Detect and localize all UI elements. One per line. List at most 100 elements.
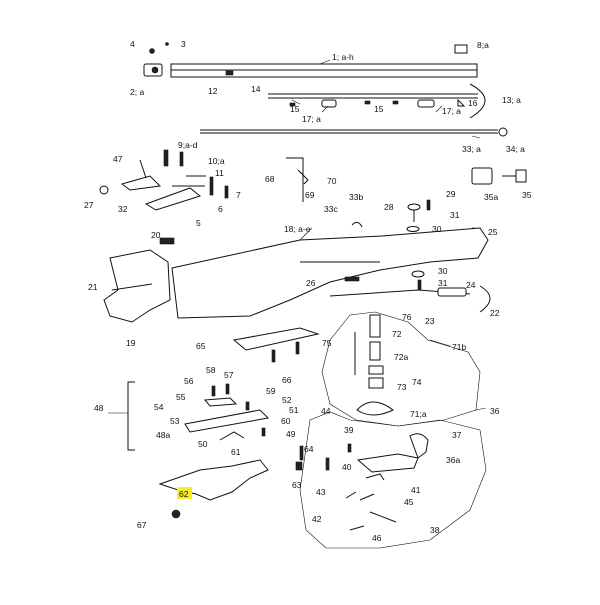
ramrod-part <box>200 127 508 137</box>
label-69: 69 <box>305 190 315 200</box>
hammer-group-outline <box>321 311 481 427</box>
breech-plug-part <box>143 63 163 77</box>
label-40: 40 <box>342 462 352 472</box>
label-24: 24 <box>466 280 476 290</box>
label-57: 57 <box>224 370 234 380</box>
lock-parts <box>99 149 229 211</box>
front-sight-part <box>454 44 468 54</box>
label-31a: 31 <box>450 210 460 220</box>
label-10: 10;a <box>208 156 225 166</box>
label-61: 61 <box>231 447 241 457</box>
label-25: 25 <box>488 227 498 237</box>
label-29: 29 <box>446 189 456 199</box>
label-22: 22 <box>490 308 500 318</box>
ramrod-thimble-parts <box>268 83 486 119</box>
label-70: 70 <box>327 176 337 186</box>
label-3: 3 <box>181 39 186 49</box>
butt-plate-part <box>103 237 175 323</box>
screw-part-4 <box>149 48 155 54</box>
label-15a: 15 <box>290 104 300 114</box>
label-9: 9;a-d <box>178 140 198 150</box>
label-5: 5 <box>196 218 201 228</box>
label-58: 58 <box>206 365 216 375</box>
label-59: 59 <box>266 386 276 396</box>
lock-plate-parts <box>127 327 320 451</box>
label-71a: 71;a <box>410 409 427 419</box>
pin-33c-part <box>351 221 363 228</box>
label-50: 50 <box>198 439 208 449</box>
label-13: 13; a <box>502 95 521 105</box>
ramrod-tip-parts <box>471 167 527 185</box>
label-16: 16 <box>468 98 478 108</box>
label-72a: 72a <box>394 352 408 362</box>
label-49: 49 <box>286 429 296 439</box>
label-48: 48 <box>94 403 104 413</box>
tang-screw-parts <box>406 199 476 237</box>
label-32: 32 <box>118 204 128 214</box>
label-26: 26 <box>306 278 316 288</box>
label-55: 55 <box>176 392 186 402</box>
label-30b: 30 <box>438 266 448 276</box>
trigger-guard-part <box>329 270 491 313</box>
label-28: 28 <box>384 202 394 212</box>
label-67: 67 <box>137 520 147 530</box>
label-52: 52 <box>282 395 292 405</box>
label-19: 19 <box>126 338 136 348</box>
label-37: 37 <box>452 430 462 440</box>
screw-part-3 <box>165 42 169 46</box>
label-17b: 17; a <box>442 106 461 116</box>
label-71b: 71b <box>452 342 466 352</box>
label-41: 41 <box>411 485 421 495</box>
sling-swivel-parts <box>286 157 309 202</box>
label-8: 8;a <box>477 40 489 50</box>
label-75: 75 <box>322 338 332 348</box>
barrel-part <box>170 63 478 78</box>
label-7: 7 <box>236 190 241 200</box>
label-66: 66 <box>282 375 292 385</box>
label-1: 1; a-h <box>332 52 354 62</box>
label-45: 45 <box>404 497 414 507</box>
label-33b: 33b <box>349 192 363 202</box>
label-15b: 15 <box>374 104 384 114</box>
label-54: 54 <box>154 402 164 412</box>
label-62: 62 <box>179 489 189 499</box>
label-31b: 31 <box>438 278 448 288</box>
label-43: 43 <box>316 487 326 497</box>
label-39: 39 <box>344 425 354 435</box>
leader-lines <box>108 59 487 414</box>
label-51: 51 <box>289 405 299 415</box>
label-27: 27 <box>84 200 94 210</box>
label-12: 12 <box>208 86 218 96</box>
label-30a: 30 <box>432 224 442 234</box>
part-labels: 1; a-h 2; a 3 4 8;a 12 13; a 14 15 15 16… <box>84 39 532 543</box>
label-33c: 33c <box>324 204 338 214</box>
stock-part <box>171 227 489 319</box>
label-33: 33; a <box>462 144 481 154</box>
label-17a: 17; a <box>302 114 321 124</box>
label-65: 65 <box>196 341 206 351</box>
label-76: 76 <box>402 312 412 322</box>
label-48a: 48a <box>156 430 170 440</box>
label-34: 34; a <box>506 144 525 154</box>
trigger-group-outline <box>299 411 487 549</box>
label-35: 35 <box>522 190 532 200</box>
label-11: 11 <box>215 168 224 178</box>
label-6: 6 <box>218 204 223 214</box>
label-63: 63 <box>292 480 302 490</box>
label-46: 46 <box>372 533 382 543</box>
label-64: 64 <box>304 444 314 454</box>
label-23: 23 <box>425 316 435 326</box>
label-2: 2; a <box>130 87 144 97</box>
label-73: 73 <box>397 382 407 392</box>
label-42: 42 <box>312 514 322 524</box>
label-72: 72 <box>392 329 402 339</box>
label-47: 47 <box>113 154 123 164</box>
label-36a: 36a <box>446 455 460 465</box>
label-74: 74 <box>412 377 422 387</box>
label-38: 38 <box>430 525 440 535</box>
label-21: 21 <box>88 282 98 292</box>
label-60: 60 <box>281 416 291 426</box>
highlight-62 <box>177 487 192 499</box>
